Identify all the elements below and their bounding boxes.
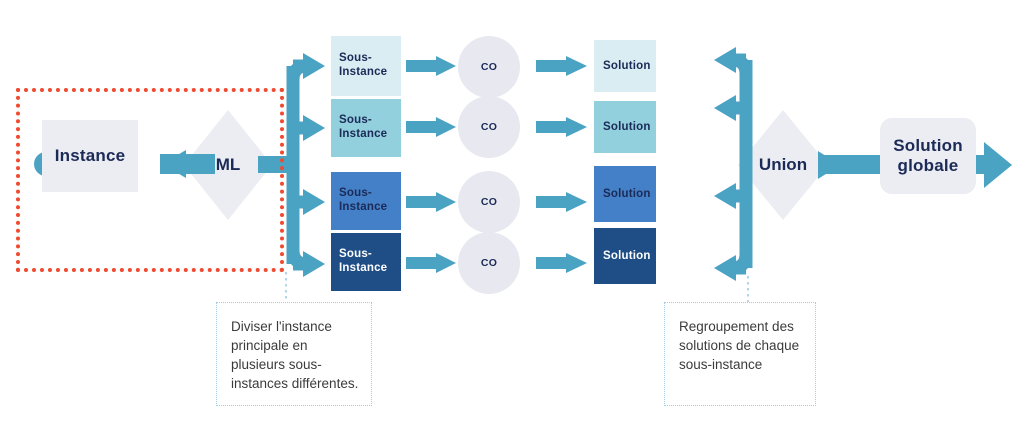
co-to-solution-arrow-4 xyxy=(536,253,587,273)
split-brace xyxy=(286,59,308,271)
solution-label-2: Solution xyxy=(603,121,651,133)
instance-label: Instance xyxy=(54,146,126,165)
co-to-solution-arrows xyxy=(536,56,587,273)
sub-instance-label-1: Sous- Instance xyxy=(339,52,388,78)
input-highlight-frame xyxy=(16,88,284,272)
co-label-2: CO xyxy=(480,121,498,133)
merge-brace-arrowheads xyxy=(714,47,736,281)
sub-to-co-arrow-1 xyxy=(406,56,456,76)
sub-instance-box-4[interactable]: Sous- Instance xyxy=(331,233,401,291)
co-label-4: CO xyxy=(480,257,498,269)
global-solution-box[interactable]: Solution globale xyxy=(880,118,976,194)
solution-box-2[interactable]: Solution xyxy=(594,101,656,153)
sub-instance-box-2[interactable]: Sous- Instance xyxy=(331,99,401,157)
sub-instance-label-4: Sous- Instance xyxy=(339,248,388,274)
ml-brace-stem xyxy=(258,156,294,173)
global-solution-label: Solution globale xyxy=(893,136,963,175)
sub-instance-box-1[interactable]: Sous- Instance xyxy=(331,36,401,96)
sub-instance-label-2: Sous- Instance xyxy=(339,114,388,140)
union-to-global-connector xyxy=(818,151,882,179)
merge-caption-box: Regroupement des solutions de chaque sou… xyxy=(664,302,816,406)
split-caption-box: Diviser l'instance principale en plusieu… xyxy=(216,302,372,406)
solution-label-1: Solution xyxy=(603,60,651,72)
sub-instance-label-3: Sous- Instance xyxy=(339,187,388,213)
solution-box-4[interactable]: Solution xyxy=(594,228,656,284)
sub-to-co-arrow-4 xyxy=(406,253,456,273)
solution-label-4: Solution xyxy=(603,250,651,262)
co-circle-2[interactable]: CO xyxy=(458,96,520,158)
co-to-solution-arrow-3 xyxy=(536,192,587,212)
sub-to-co-arrows xyxy=(406,56,456,273)
sub-instance-box-3[interactable]: Sous- Instance xyxy=(331,172,401,230)
union-diamond xyxy=(738,110,828,220)
solution-label-3: Solution xyxy=(603,188,651,200)
split-caption-text: Diviser l'instance principale en plusieu… xyxy=(231,319,359,392)
solution-box-3[interactable]: Solution xyxy=(594,166,656,222)
co-to-solution-arrow-1 xyxy=(536,56,587,76)
co-circle-3[interactable]: CO xyxy=(458,171,520,233)
co-label-3: CO xyxy=(480,196,498,208)
instance-box[interactable]: Instance xyxy=(42,120,138,192)
instance-ml-connector xyxy=(160,150,215,178)
co-circle-4[interactable]: CO xyxy=(458,232,520,294)
ml-diamond xyxy=(184,110,272,220)
co-circle-1[interactable]: CO xyxy=(458,36,520,98)
sub-to-co-arrow-2 xyxy=(406,117,456,137)
merge-caption-text: Regroupement des solutions de chaque sou… xyxy=(679,319,800,373)
sub-to-co-arrow-3 xyxy=(406,192,456,212)
co-label-1: CO xyxy=(480,61,498,73)
co-to-solution-arrow-2 xyxy=(536,117,587,137)
solution-box-1[interactable]: Solution xyxy=(594,40,656,92)
split-brace-arrowheads xyxy=(303,53,325,277)
